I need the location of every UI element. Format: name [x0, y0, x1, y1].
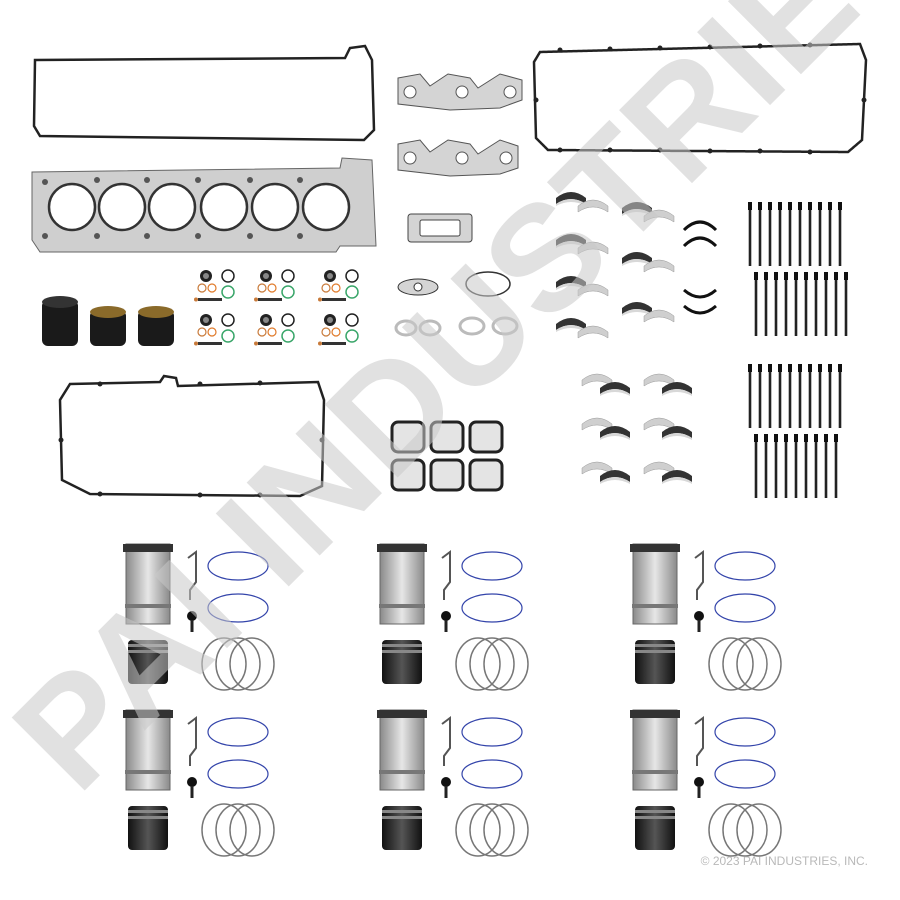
cylinder-kit-3 — [629, 543, 782, 691]
intake-port-gaskets — [390, 420, 504, 492]
oil-pan-gasket — [532, 42, 868, 155]
injector-seal-kits — [193, 269, 359, 347]
cylinder-kit-5 — [376, 709, 529, 857]
main-bolts — [748, 364, 842, 498]
cylinder-head-gasket — [31, 157, 377, 253]
cylinder-kit-2 — [376, 543, 529, 691]
valve-cover-gasket — [32, 44, 376, 142]
rubber-seals — [42, 296, 174, 346]
rod-bearings — [581, 373, 692, 484]
cylinder-kit-1 — [122, 543, 275, 691]
small-gaskets — [394, 271, 519, 337]
head-bolts — [748, 202, 848, 336]
cylinder-kit-4 — [122, 709, 275, 857]
cylinder-kit-6 — [629, 709, 782, 857]
copyright-notice: © 2023 PAI INDUSTRIES, INC. — [700, 854, 868, 868]
thrust-washers — [682, 220, 718, 315]
lower-oil-pan-gasket — [58, 374, 326, 498]
exhaust-manifold-gaskets — [397, 73, 523, 177]
turbo-flange-gasket — [407, 213, 473, 243]
main-bearings — [556, 192, 675, 339]
